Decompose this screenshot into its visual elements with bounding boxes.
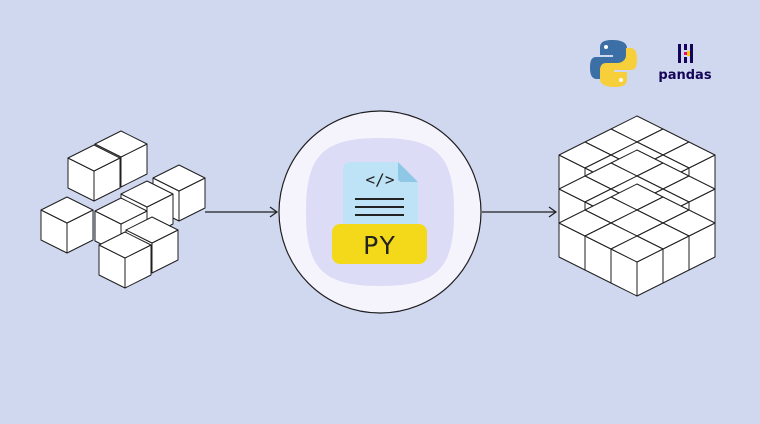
file-fold	[398, 162, 418, 182]
file-label-text: PY	[363, 231, 397, 260]
arrow-center-to-right	[482, 206, 558, 218]
python-logo-yellow	[600, 48, 637, 87]
pandas-logo: pandas	[658, 44, 712, 83]
code-symbol: </>	[366, 170, 395, 189]
cube	[610, 235, 664, 297]
python-logo-blue	[590, 40, 627, 79]
cube	[67, 144, 121, 202]
scattered-cubes-icon	[40, 130, 206, 289]
python-logo	[590, 40, 637, 87]
python-file-icon: </> PY	[332, 162, 427, 264]
cube-block-icon	[558, 115, 716, 297]
arrow-left-to-center	[205, 206, 279, 218]
pandas-wordmark: pandas	[658, 68, 711, 83]
file-label-badge	[332, 224, 427, 264]
cube	[98, 231, 152, 289]
cube	[40, 196, 94, 254]
